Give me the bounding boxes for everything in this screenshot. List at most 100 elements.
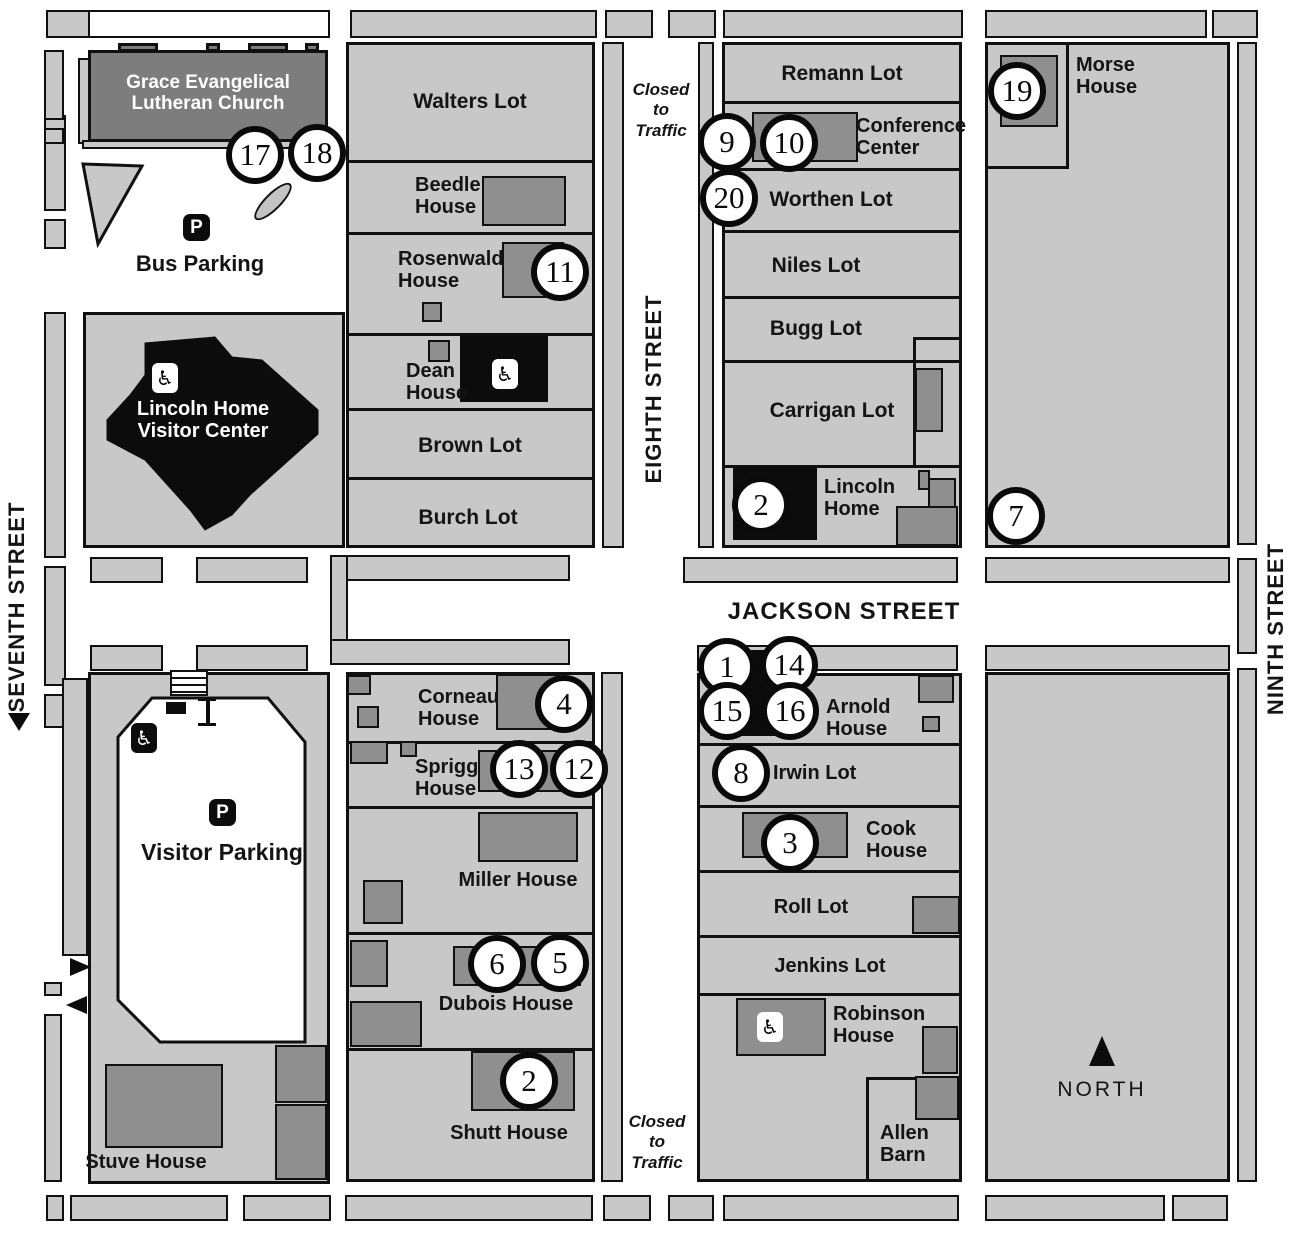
marker-number: 14 [773,647,805,682]
parcel-line [346,333,595,336]
wheelchair-icon: ♿ [492,359,518,389]
parking-booth [166,702,186,714]
parcel-line [346,408,595,411]
sidewalk [605,10,653,38]
one-way-exit-arrow-icon [66,996,87,1014]
sidewalk [601,672,623,1182]
marker-number: 16 [774,693,806,728]
corneau-house-label: Corneau House [418,686,500,731]
marker-number: 5 [552,945,568,980]
wheelchair-glyph: ♿ [761,1015,779,1039]
marker-13: 13 [490,740,548,798]
outbuilding [422,302,442,322]
marker-number: 7 [1008,498,1024,533]
bus-parking-label: Bus Parking [135,251,265,276]
carrigan-lot-label: Carrigan Lot [769,399,895,422]
parcel-line [697,935,962,938]
parcel-line [346,1048,595,1051]
building-grace-church [88,50,328,142]
sidewalk [668,10,716,38]
marker-number: 19 [1001,73,1033,108]
marker-19: 19 [988,62,1046,120]
building-robinson-house [736,998,826,1056]
sidewalk [88,10,330,38]
eighth-street-label: EIGHTH STREET [641,294,666,484]
marker-9: 9 [698,113,756,171]
visitor-parking-label: Visitor Parking [141,839,303,865]
bugg-lot-label: Bugg Lot [769,317,863,340]
sidewalk [44,128,64,144]
north-arrow-icon [1089,1036,1115,1066]
sidewalk [1212,10,1258,38]
parcel-line [722,101,962,104]
sidewalk [698,42,714,548]
outbuilding [922,716,940,732]
wheelchair-glyph: ♿ [496,362,514,386]
parking-gate [206,698,210,726]
building-carrigan [915,368,943,432]
outbuilding [350,940,388,987]
lincoln-home-label: Lincoln Home [824,476,896,521]
robinson-house-label: Robinson House [833,1003,926,1048]
morse-house-label: Morse House [1076,54,1138,99]
marker-10: 10 [760,114,818,172]
wheelchair-icon: ♿ [152,363,178,393]
remann-lot-label: Remann Lot [781,62,903,85]
marker-number: 3 [782,825,798,860]
parcel-line [697,993,962,996]
jackson-street-label: JACKSON STREET [727,598,961,625]
parcel-line [866,1077,869,1182]
outbuilding [275,1104,327,1180]
parking-gate [198,698,216,701]
parcel-line [866,1077,962,1080]
sidewalk [985,557,1230,583]
bus-parking-island [249,177,297,226]
sidewalk [46,1195,64,1221]
sidewalk [196,645,308,671]
sidewalk [44,982,62,996]
one-way-south-arrow-icon [8,713,30,731]
outbuilding [275,1045,327,1103]
parking-gate [198,723,216,726]
brown-lot-label: Brown Lot [418,434,522,457]
marker-number: 10 [773,125,805,160]
sidewalk [985,645,1230,671]
parcel-line [985,166,1069,169]
parking-icon: P [209,799,236,826]
sidewalk [62,678,88,956]
marker-5: 5 [531,934,589,992]
parcel-line [346,232,595,235]
wheelchair-glyph: ♿ [156,366,174,390]
walters-lot-label: Walters Lot [413,90,527,113]
sidewalk [985,10,1207,38]
parcel-line [722,230,962,233]
closed-to-traffic-label-north: Closed to Traffic [632,80,690,140]
parcel-line [722,465,962,468]
sprigg-house-label: Sprigg House [415,756,479,801]
marker-number: 1 [719,649,735,684]
sidewalk [603,1195,651,1221]
parking-icon: P [183,214,210,241]
marker-number: 6 [489,946,505,981]
parcel-line [1066,42,1069,169]
outbuilding [357,706,379,728]
outbuilding [915,1076,959,1120]
dubois-house-label: Dubois House [438,993,574,1015]
outbuilding [918,675,954,703]
one-way-entrance-arrow-icon [70,958,91,976]
niles-lot-label: Niles Lot [771,254,861,277]
sidewalk [668,1195,714,1221]
parcel-line [697,743,962,746]
sidewalk [985,1195,1165,1221]
rosenwald-house-label: Rosenwald House [398,248,504,293]
crosswalk [170,670,208,696]
parcel-line [697,805,962,808]
jenkins-lot-label: Jenkins Lot [774,955,886,977]
outbuilding [350,741,388,764]
parcel-line [697,870,962,873]
parcel-line [346,932,595,935]
building-miller-house [478,812,578,862]
outbuilding [428,340,450,362]
marker-number: 17 [239,137,271,172]
